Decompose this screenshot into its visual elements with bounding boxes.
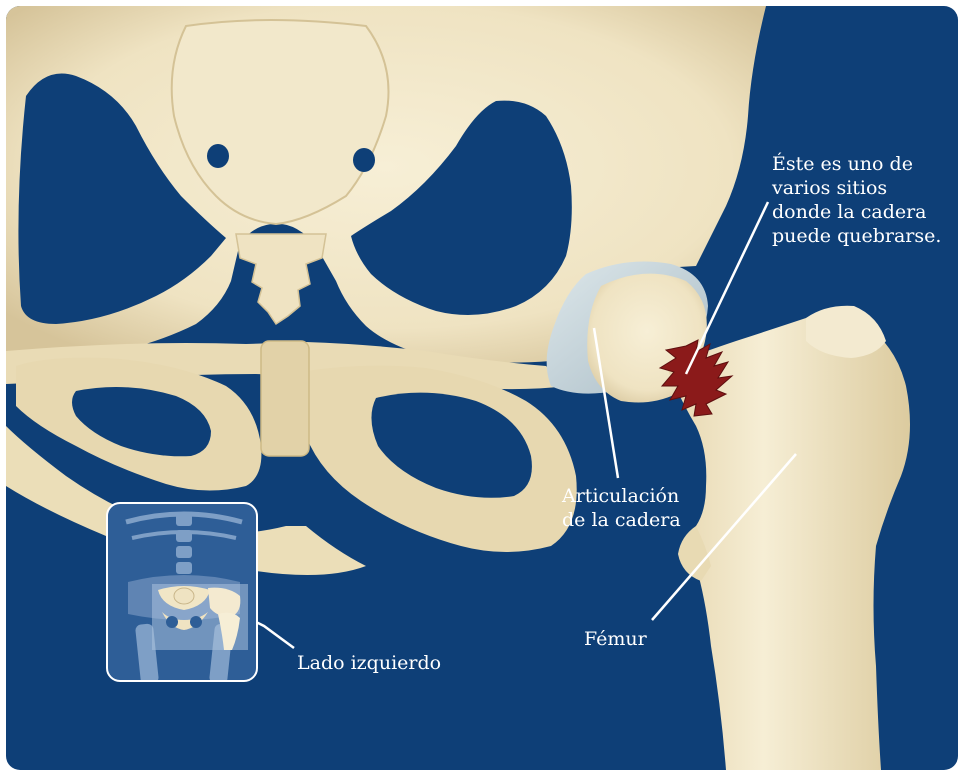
inset-thumbnail	[106, 502, 258, 682]
hip-joint-label: Articulación de la cadera	[562, 484, 692, 532]
hip-illustration: Éste es uno de varios sitios donde la ca…	[6, 6, 958, 770]
skeleton-thumbnail-icon	[108, 504, 258, 682]
left-side-label: Lado izquierdo	[297, 651, 441, 675]
coccyx	[236, 234, 326, 324]
pubic-symphysis	[261, 341, 309, 456]
femur-label: Fémur	[584, 627, 647, 651]
sacral-foramen-right	[353, 148, 375, 172]
sacral-foramen-left	[207, 144, 229, 168]
fracture-note-label: Éste es uno de varios sitios donde la ca…	[772, 152, 958, 248]
